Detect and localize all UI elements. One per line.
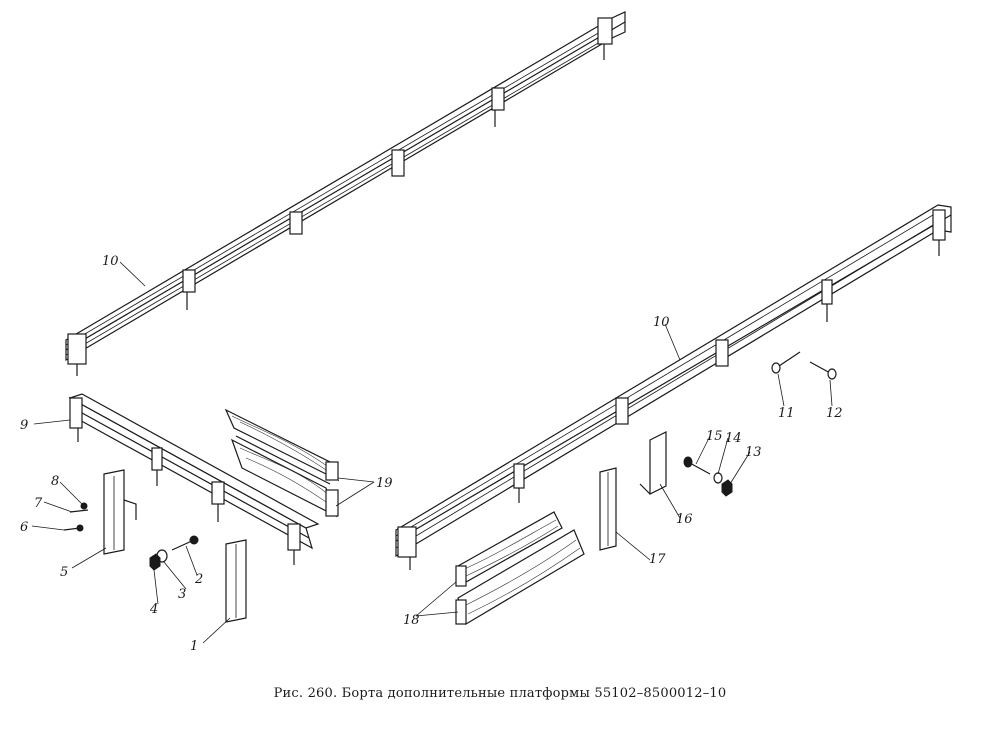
- bolt-15: [683, 456, 711, 475]
- callout-2: 2: [194, 572, 203, 587]
- callout-10-lower: 10: [653, 315, 670, 330]
- stake-1: [225, 539, 247, 623]
- callout-13: 13: [745, 445, 762, 460]
- callout-4: 4: [149, 602, 158, 617]
- callout-16: 16: [676, 512, 693, 527]
- front-board: [68, 393, 320, 565]
- callout-18: 18: [403, 613, 420, 628]
- bracket-5: [103, 469, 137, 555]
- side-rail-upper: [65, 11, 626, 376]
- callout-3: 3: [178, 587, 186, 602]
- callout-labels: 1 2 3 4 5 6 7 8 9 10 10 11 12 13 14 15 1…: [20, 254, 843, 654]
- planks-19: [224, 408, 340, 518]
- nut-13: [721, 479, 733, 497]
- callout-12: 12: [826, 406, 843, 421]
- fastener-6-7-8: [63, 502, 89, 532]
- figure-caption: Рис. 260. Борта дополнительные платформы…: [273, 686, 727, 701]
- stake-17: [599, 467, 617, 551]
- washer-14: [713, 472, 723, 484]
- callout-11: 11: [778, 406, 795, 421]
- callout-6: 6: [20, 520, 28, 535]
- callout-10-upper: 10: [102, 254, 119, 269]
- pin-12: [809, 361, 837, 380]
- nut-4: [149, 553, 161, 571]
- hinge-plate-16: [639, 431, 667, 495]
- callout-15: 15: [706, 429, 723, 444]
- side-rail-lower: [395, 204, 952, 570]
- callout-9: 9: [20, 418, 28, 433]
- pin-11: [771, 351, 801, 374]
- planks-18: [455, 511, 585, 625]
- callout-5: 5: [60, 565, 68, 580]
- callout-17: 17: [649, 552, 666, 567]
- callout-14: 14: [725, 431, 742, 446]
- callout-7: 7: [34, 496, 43, 511]
- callout-1: 1: [190, 639, 198, 654]
- bolt-2: [171, 535, 199, 551]
- callout-19: 19: [376, 476, 393, 491]
- callout-8: 8: [51, 474, 59, 489]
- leader-lines: [31, 261, 833, 644]
